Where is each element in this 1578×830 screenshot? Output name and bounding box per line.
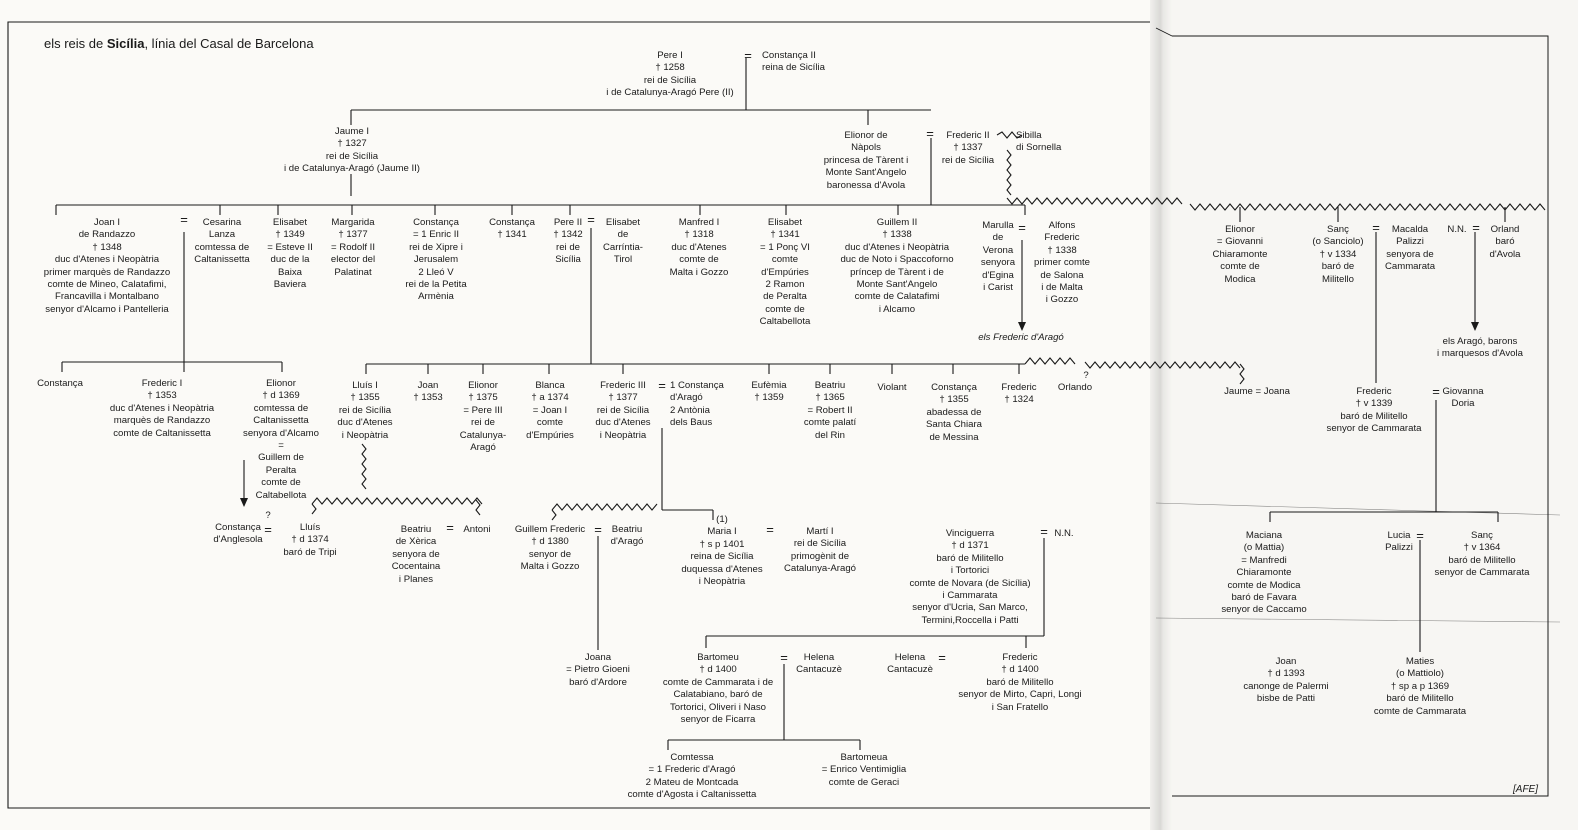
person-marti-i: Martí I rei de Sicília primogènit de Cat… [784,526,856,575]
person-joan-1393: Joan † d 1393 canonge de Palermi bisbe d… [1243,656,1329,705]
person-pere-i: Pere I † 1258 rei de Sicília i de Catalu… [606,50,734,99]
person-jaume-i: Jaume I † 1327 rei de Sicília i de Catal… [284,126,420,175]
person-constanca-1341: Constança † 1341 [489,217,535,241]
anglesola-question: ? [265,510,271,521]
person-joan-1353: Joan † 1353 [413,380,443,404]
person-marulla: Marulla de Verona senyora d'Egina i Cari… [980,220,1016,294]
right-page [1160,0,1578,830]
person-beatriu-xerica: Beatriu de Xèrica senyora de Cocentaina … [391,524,441,585]
person-sanc-1334: Sanç (o Sanciolo) † v 1334 baró de Milit… [1312,224,1364,285]
marriage-sign: = [780,650,788,665]
marriage-sign: = [744,48,752,63]
book-gutter [1150,0,1172,830]
person-jaume-joana: Jaume = Joana [1224,386,1290,397]
title-suffix: , línia del Casal de Barcelona [144,36,314,51]
marriage-sign: = [938,650,946,665]
person-guillem-ii: Guillem II † 1338 duc d'Atenes i Neopàtr… [840,217,954,315]
person-comtessa: Comtessa = 1 Frederic d'Aragó 2 Mateu de… [627,752,757,801]
person-frederic-iii: Frederic III † 1377 rei de Sicília duc d… [595,380,651,441]
label-els-frederic: els Frederic d'Aragó [978,332,1064,343]
person-antoni: Antoni [463,524,491,535]
person-bartomeu: Bartomeu † d 1400 comte de Cammarata i d… [662,652,774,726]
person-elisabet-1341: Elisabet † 1341 = 1 Ponç VI comte d'Empú… [759,217,811,328]
marriage-sign: = [587,212,595,227]
person-helena-cantacuze-2: Helena Cantacuzè [887,652,933,676]
marriage-sign: = [658,378,666,393]
person-giovanna-doria: Giovanna Doria [1442,386,1484,410]
person-lluis-1374: Lluís † d 1374 baró de Tripi [283,522,337,558]
person-beatriu-1365: Beatriu † 1365 = Robert II comte palatí … [803,380,857,441]
person-macalda: Macalda Palizzi senyora de Cammarata [1384,224,1436,273]
person-elionor-chiaramonte: Elionor = Giovanni Chiaramonte comte de … [1212,224,1268,285]
person-blanca: Blanca † a 1374 = Joan I comte d'Empúrie… [526,380,574,441]
person-maties: Maties (o Mattiolo) † sp a p 1369 baró d… [1373,656,1467,717]
person-violant: Violant [877,382,907,393]
marriage-sign: = [594,522,602,537]
person-orlando: Orlando [1057,382,1093,393]
person-nn-mid: N.N. [1054,528,1074,539]
marriage-sign: = [926,126,934,141]
person-manfred-i: Manfred I † 1318 duc d'Atenes comte de M… [669,217,729,278]
person-maciana: Maciana (o Mattia) = Manfredi Chiaramont… [1221,530,1307,616]
marriage-sign: = [446,520,454,535]
person-beatriu-arago: Beatriu d'Aragó [610,524,644,548]
person-constanca-xipre: Constança = 1 Enric II rei de Xipre i Je… [405,217,467,303]
person-orland: Orland baró d'Avola [1489,224,1521,260]
frame-border-right [1172,35,1549,797]
person-eufemia: Eufèmia † 1359 [751,380,787,404]
person-elionor-de-napols: Elionor de Nàpols princesa de Tàrent i M… [823,130,909,191]
person-constanca-ii: Constança II reina de Sicília [762,50,825,74]
person-elisabet-carintia: Elisabet de Carríntia- Tirol [603,217,643,266]
person-constanca-a: Constança [37,378,83,389]
person-lucia-palizzi: Lucia Palizzi [1385,530,1413,554]
person-frederic-1339: Frederic † v 1339 baró de Militello seny… [1326,386,1422,435]
marriage-sign: = [180,212,188,227]
person-frederic-1324: Frederic † 1324 [1001,382,1037,406]
label-arago-avola: els Aragó, barons i marquesos d'Avola [1437,336,1523,360]
person-constanca-antonia: 1 Constança d'Aragó 2 Antònia dels Baus [670,380,724,429]
title-bold: Sicília [106,36,145,51]
marriage-sign: = [1432,384,1440,399]
marriage-sign: = [264,522,272,537]
person-constanca-anglesola: Constança d'Anglesola [213,522,263,546]
person-elisabet-1349: Elisabet † 1349 = Esteve II duc de la Ba… [267,217,313,291]
person-maria-i: (1) Maria I † s p 1401 reina de Sicília … [681,514,763,588]
person-pere-ii: Pere II † 1342 rei de Sicília [553,217,583,266]
person-margarida: Margarida † 1377 = Rodolf II elector del… [330,217,376,278]
person-helena-cantacuze-1: Helena Cantacuzè [796,652,842,676]
frame-border [7,21,1150,809]
title-prefix: els reis de [44,36,107,51]
person-sanc-1364: Sanç † v 1364 baró de Militello senyor d… [1434,530,1530,579]
orlando-question: ? [1083,370,1089,381]
diagram-title: els reis de Sicília, línia del Casal de … [44,36,314,51]
person-vinciguerra: Vinciguerra † d 1371 baró de Militello i… [909,528,1031,626]
marriage-sign: = [1472,220,1480,235]
person-alfons-frederic: Alfons Frederic † 1338 primer comte de S… [1034,220,1090,306]
marriage-sign: = [1040,524,1048,539]
person-frederic-1400: Frederic † d 1400 baró de Militello seny… [958,652,1082,713]
marriage-sign: = [1018,220,1026,235]
person-joana-gioeni: Joana = Pietro Gioeni baró d'Ardore [566,652,630,688]
marriage-sign: = [1416,528,1424,543]
person-sibilla: Sibilla di Sornella [1016,130,1062,154]
marriage-sign: = [766,522,774,537]
person-joan-i: Joan I de Randazzo † 1348 duc d'Atenes i… [43,217,171,315]
person-frederic-ii: Frederic II † 1337 rei de Sicília [941,130,995,166]
person-lluis-i: Lluís I † 1355 rei de Sicília duc d'Aten… [337,380,393,441]
marriage-sign: = [1372,220,1380,235]
person-guillem-frederic: Guillem Frederic † d 1380 senyor de Malt… [514,524,586,573]
person-nn-top: N.N. [1447,224,1467,235]
person-frederic-i: Frederic I † 1353 duc d'Atenes i Neopàtr… [109,378,215,439]
person-elionor-1369: Elionor † d 1369 comtessa de Caltanisset… [243,378,319,501]
person-bartomeua: Bartomeua = Enrico Ventimiglia comte de … [821,752,907,788]
person-constanca-1355: Constança † 1355 abadessa de Santa Chiar… [926,382,982,443]
person-elionor-1375: Elionor † 1375 = Pere III rei de Catalun… [459,380,507,454]
person-cesarina: Cesarina Lanza comtessa de Caltanissetta [194,217,250,266]
credit-label: [AFE] [1513,784,1539,795]
